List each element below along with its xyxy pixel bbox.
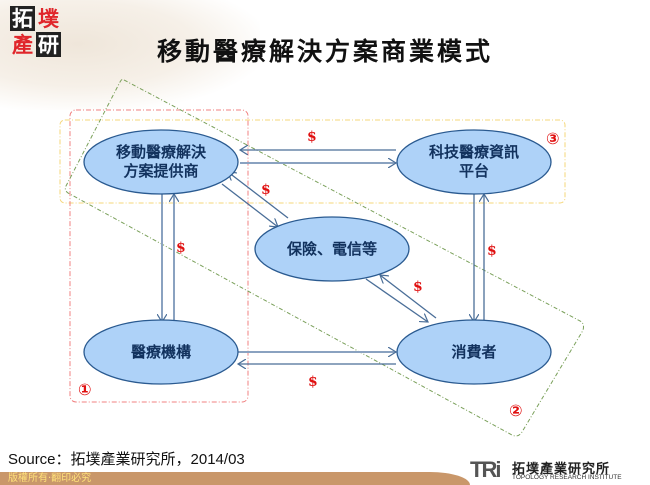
group-2-boundary bbox=[64, 78, 584, 437]
node-provider-line2: 方案提供商 bbox=[123, 162, 199, 180]
node-platform-shape bbox=[396, 129, 552, 195]
node-insurance-label: 保險、電信等 bbox=[286, 239, 377, 258]
node-consumer-label: 消費者 bbox=[451, 342, 497, 361]
logo-char: 墣 bbox=[38, 6, 59, 31]
node-provider-shape bbox=[83, 129, 239, 195]
group-1-marker: ① bbox=[78, 380, 92, 399]
arrow-provider-to-insurance bbox=[221, 183, 278, 227]
group-3-boundary bbox=[59, 119, 566, 204]
node-hospital-label: 醫療機構 bbox=[130, 342, 191, 361]
node-insurance: 保險、電信等 bbox=[255, 217, 409, 281]
node-insurance-shape bbox=[254, 216, 410, 282]
group-1-boundary bbox=[69, 109, 249, 403]
copyright-notice: 版權所有‧翻印必究 bbox=[8, 473, 92, 484]
node-hospital: 醫療機構 bbox=[84, 320, 238, 384]
node-provider: 移動醫療解決 方案提供商 bbox=[84, 130, 238, 194]
node-platform: 科技醫療資訊 平台 bbox=[397, 130, 551, 194]
node-platform-line1: 科技醫療資訊 bbox=[428, 143, 519, 161]
money-label-provider-hospital: $ bbox=[176, 240, 186, 256]
trendforce-logo: 拓 墣 產 研 bbox=[10, 6, 62, 58]
node-provider-line1: 移動醫療解決 bbox=[115, 143, 206, 161]
node-hospital-shape bbox=[83, 319, 239, 385]
tri-logo-name-cn: 拓墣產業研究所 bbox=[512, 462, 611, 477]
logo-char: 產 bbox=[12, 32, 33, 57]
group-2-marker: ② bbox=[509, 401, 523, 420]
page-title: 移動醫療解決方案商業模式 bbox=[156, 37, 493, 66]
tri-logo: TRi 拓墣產業研究所 TOPOLOGY RESEARCH INSTITUTE bbox=[470, 457, 650, 485]
source-citation: Source：拓墣產業研究所，2014/03 bbox=[8, 451, 245, 468]
node-platform-line2: 平台 bbox=[458, 162, 489, 180]
money-label-hospital-consumer: $ bbox=[308, 374, 318, 390]
footer-bar bbox=[0, 472, 470, 485]
tri-logo-name-en: TOPOLOGY RESEARCH INSTITUTE bbox=[512, 474, 622, 481]
money-label-platform-provider: $ bbox=[307, 129, 317, 145]
tri-logo-mark: TRi bbox=[470, 457, 501, 482]
logo-char: 拓 bbox=[10, 6, 35, 31]
arrow-insurance-to-provider bbox=[228, 172, 289, 219]
node-consumer: 消費者 bbox=[397, 320, 551, 384]
node-consumer-shape bbox=[396, 319, 552, 385]
group-3-marker: ③ bbox=[546, 129, 560, 148]
money-label-platform-consumer: $ bbox=[487, 243, 497, 259]
money-label-provider-insurance: $ bbox=[261, 182, 271, 198]
money-label-insurance-consumer: $ bbox=[413, 279, 423, 295]
logo-char: 研 bbox=[36, 32, 61, 57]
arrow-consumer-to-insurance bbox=[380, 275, 437, 319]
arrow-insurance-to-consumer bbox=[365, 278, 428, 322]
